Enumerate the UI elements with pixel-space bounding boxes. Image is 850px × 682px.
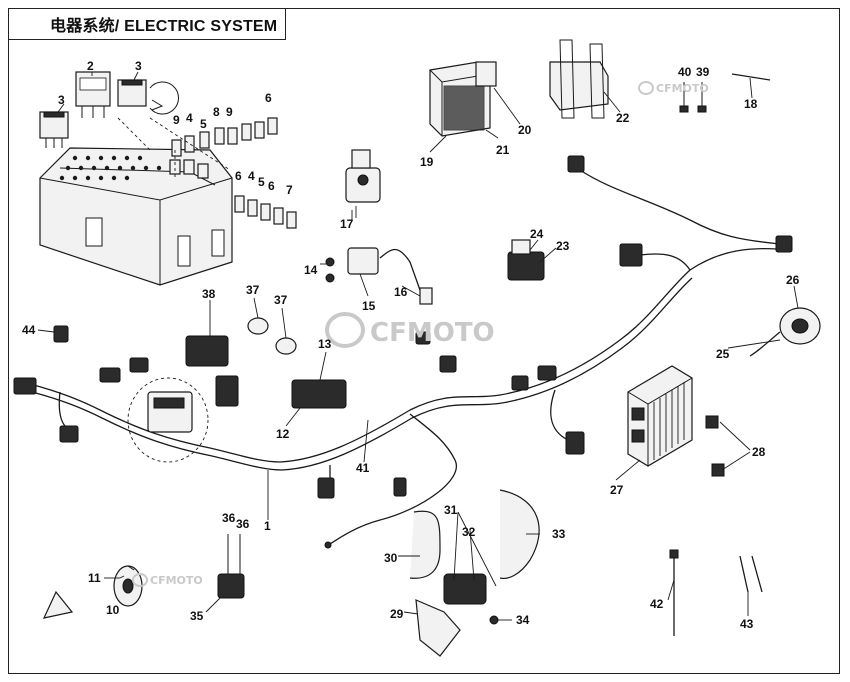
callout-13: 13 xyxy=(318,337,332,351)
callout-15: 15 xyxy=(362,299,376,313)
callout-23: 23 xyxy=(556,239,570,253)
switch-assembly xyxy=(507,239,545,281)
battery xyxy=(429,61,521,137)
callout-4: 4 xyxy=(248,169,255,183)
callout-42: 42 xyxy=(650,597,664,611)
module-12 xyxy=(291,379,347,409)
callout-8: 8 xyxy=(213,105,220,119)
callout-38: 38 xyxy=(202,287,216,301)
callout-21: 21 xyxy=(496,143,510,157)
fuse-row-bottom xyxy=(234,195,297,229)
callout-12: 12 xyxy=(276,427,290,441)
callout-4: 4 xyxy=(186,111,193,125)
sensor-44 xyxy=(53,325,69,343)
relay-center xyxy=(75,71,111,118)
fuse-row-top xyxy=(171,117,278,157)
callout-27: 27 xyxy=(610,483,624,497)
callout-9: 9 xyxy=(226,105,233,119)
control-unit-38 xyxy=(185,335,229,367)
callout-16: 16 xyxy=(394,285,408,299)
callout-39: 39 xyxy=(696,65,710,79)
callout-17: 17 xyxy=(340,217,354,231)
callout-19: 19 xyxy=(420,155,434,169)
watermark-top-right: CFMOTO xyxy=(638,81,709,95)
ignition-coil xyxy=(325,247,433,305)
callout-18: 18 xyxy=(744,97,758,111)
battery-bracket xyxy=(549,39,621,119)
callout-28: 28 xyxy=(752,445,766,459)
callout-5: 5 xyxy=(258,175,265,189)
fuse-box xyxy=(39,147,233,286)
callout-36: 36 xyxy=(236,517,250,531)
fuel-pump-assembly xyxy=(409,489,540,657)
callout-14: 14 xyxy=(304,263,318,277)
callout-20: 20 xyxy=(518,123,532,137)
callout-5: 5 xyxy=(200,117,207,131)
watermark-text: CFMOTO xyxy=(370,318,495,348)
callout-3: 3 xyxy=(58,93,65,107)
callout-labels: 1 2 3 3 4 4 5 5 6 6 6 7 8 9 9 10 11 12 1… xyxy=(22,59,800,631)
drawing-frame xyxy=(8,8,840,674)
callout-37: 37 xyxy=(274,293,288,307)
bolt-28 xyxy=(705,415,725,477)
callout-11: 11 xyxy=(88,571,101,585)
callout-36: 36 xyxy=(222,511,236,525)
page-title: 电器系统/ ELECTRIC SYSTEM xyxy=(50,17,278,35)
callout-1: 1 xyxy=(264,519,271,533)
wire-18 xyxy=(731,73,771,99)
starter-relay xyxy=(345,149,381,220)
callout-33: 33 xyxy=(552,527,566,541)
callout-25: 25 xyxy=(716,347,730,361)
watermark-text: CFMOTO xyxy=(656,82,709,95)
callout-6: 6 xyxy=(268,179,275,193)
callout-44: 44 xyxy=(22,323,36,337)
callout-29: 29 xyxy=(390,607,404,621)
callout-9: 9 xyxy=(173,113,180,127)
main-harness xyxy=(13,155,793,549)
sensor-40 xyxy=(679,82,689,113)
callout-40: 40 xyxy=(678,65,692,79)
callout-26: 26 xyxy=(786,273,800,287)
watermark-center: CFMOTO xyxy=(325,312,495,348)
sensor-39 xyxy=(697,82,707,113)
callout-6: 6 xyxy=(235,169,242,183)
callout-3: 3 xyxy=(135,59,142,73)
leader-lines xyxy=(37,71,799,621)
relay-right xyxy=(117,79,179,115)
clamp-37a xyxy=(247,317,269,335)
watermark-text: CFMOTO xyxy=(150,574,203,587)
callout-2: 2 xyxy=(87,59,94,73)
callout-35: 35 xyxy=(190,609,204,623)
title-box: 电器系统/ ELECTRIC SYSTEM xyxy=(8,8,286,40)
voltage-regulator xyxy=(627,365,693,467)
cable-tie-42 xyxy=(669,549,679,636)
callout-41: 41 xyxy=(356,461,370,475)
relay-left xyxy=(39,111,69,148)
callout-32: 32 xyxy=(462,525,476,539)
callout-24: 24 xyxy=(530,227,544,241)
callout-30: 30 xyxy=(384,551,398,565)
watermark-bottom-left: CFMOTO xyxy=(132,573,203,587)
callout-22: 22 xyxy=(616,111,630,125)
pickup-coil xyxy=(749,307,821,357)
callout-34: 34 xyxy=(516,613,530,627)
callout-37: 37 xyxy=(246,283,260,297)
callout-10: 10 xyxy=(106,603,120,617)
callout-6: 6 xyxy=(265,91,272,105)
callout-43: 43 xyxy=(740,617,754,631)
warning-label xyxy=(42,590,74,619)
callout-31: 31 xyxy=(444,503,458,517)
callout-7: 7 xyxy=(286,183,293,197)
relay-35 xyxy=(217,534,245,599)
clamp-37b xyxy=(275,337,297,355)
cable-ties-43 xyxy=(739,555,763,593)
